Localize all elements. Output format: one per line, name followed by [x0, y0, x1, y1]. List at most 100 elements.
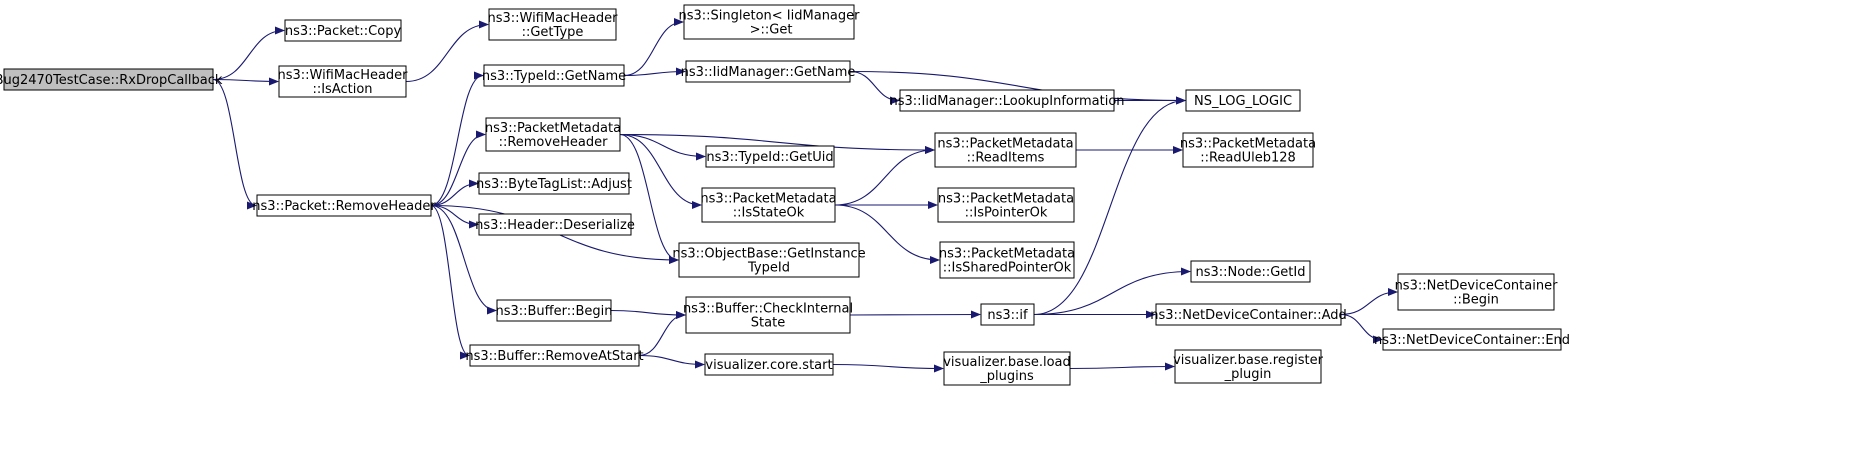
node-label: ns3::Buffer::RemoveAtStart — [465, 349, 643, 364]
edge-pkt_removeheader-to-buffer_removeatstart — [430, 204, 470, 360]
node-wifi-gettype[interactable]: ns3::WifiMacHeader::GetType — [487, 8, 618, 41]
node-box — [1182, 132, 1314, 168]
edge-pm_isstateok-to-pm_issharedpointerok — [834, 204, 940, 264]
node-iid-getname[interactable]: ns3::IidManager::GetName — [681, 60, 856, 83]
node-ns3-if[interactable]: ns3::if — [980, 303, 1035, 326]
node-typeid-getuid[interactable]: ns3::TypeId::GetUid — [705, 145, 835, 168]
node-iid-lookup[interactable]: ns3::IidManager::LookupInformation — [889, 89, 1125, 112]
edge-arrow — [430, 204, 470, 360]
node-label: ns3::PacketMetadata — [1180, 137, 1316, 152]
edge-arrow — [832, 363, 944, 373]
node-label: ns3::Singleton< IidManager — [678, 9, 860, 24]
node-box — [934, 132, 1077, 168]
node-box — [685, 60, 851, 83]
node-root[interactable]: Bug2470TestCase::RxDropCallback — [0, 68, 223, 91]
node-box — [939, 241, 1075, 279]
node-label: ns3::Packet::Copy — [285, 24, 402, 39]
edge-arrow — [638, 311, 686, 357]
node-box — [943, 351, 1071, 386]
edge-arrow — [1033, 96, 1186, 316]
node-ns-log-logic[interactable]: NS_LOG_LOGIC — [1185, 89, 1301, 112]
node-node-getid[interactable]: ns3::Node::GetId — [1190, 260, 1311, 283]
node-box — [1382, 328, 1562, 351]
edge-root-to-pkt_removeheader — [212, 78, 257, 210]
edge-arrow — [834, 146, 935, 206]
edge-pm_removeheader-to-pm_isstateok — [619, 133, 702, 209]
node-wifi-isaction[interactable]: ns3::WifiMacHeader::IsAction — [277, 65, 408, 98]
edge-buffer_removeatstart-to-buffer_checkinternal — [638, 311, 686, 357]
edge-pkt_removeheader-to-pm_removeheader — [430, 130, 486, 207]
edge-arrow — [1340, 313, 1383, 344]
node-singleton-get[interactable]: ns3::Singleton< IidManager >::Get — [678, 4, 860, 40]
edge-arrow — [430, 204, 479, 229]
node-vis-register-plugin[interactable]: visualizer.base.register_plugin — [1173, 349, 1324, 384]
node-pkt-copy[interactable]: ns3::Packet::Copy — [284, 19, 402, 42]
edge-buffer_removeatstart-to-vis_core_start — [638, 354, 705, 369]
node-label: ::Begin — [1453, 293, 1499, 308]
node-ndc-add[interactable]: ns3::NetDeviceContainer::Add — [1150, 303, 1347, 326]
node-box — [284, 19, 402, 42]
node-label: ::ReadItems — [967, 151, 1045, 166]
node-pkt-removeheader[interactable]: ns3::Packet::RemoveHeader — [252, 194, 436, 217]
edge-arrow — [212, 77, 279, 86]
node-typeid-getname[interactable]: ns3::TypeId::GetName — [482, 64, 626, 87]
node-pm-readuleb[interactable]: ns3::PacketMetadata::ReadUleb128 — [1180, 132, 1316, 168]
node-buffer-begin[interactable]: ns3::Buffer::Begin — [495, 299, 613, 322]
edge-ndc_add-to-ndc_end — [1340, 313, 1383, 344]
node-vis-load-plugins[interactable]: visualizer.base.load_plugins — [943, 351, 1071, 386]
node-box — [701, 187, 836, 223]
edge-pkt_removeheader-to-buffer_begin — [430, 204, 497, 315]
node-box — [469, 344, 640, 367]
node-label: ns3::IidManager::GetName — [681, 65, 856, 80]
edge-buffer_checkinternal-to-ns3_if — [849, 310, 981, 319]
node-box — [683, 4, 855, 40]
edge-pm_removeheader-to-objbase_getinstance — [619, 133, 679, 264]
node-pm-isstateok[interactable]: ns3::PacketMetadata::IsStateOk — [700, 187, 837, 223]
node-pm-readitems[interactable]: ns3::PacketMetadata::ReadItems — [934, 132, 1077, 168]
node-vis-core-start[interactable]: visualizer.core.start — [704, 353, 834, 376]
node-box — [496, 299, 612, 322]
edge-pkt_removeheader-to-header_deserialize — [430, 204, 479, 229]
node-label: ns3::IidManager::LookupInformation — [889, 94, 1124, 109]
node-box — [705, 145, 835, 168]
node-box — [899, 89, 1115, 112]
nodes-layer: Bug2470TestCase::RxDropCallbackns3::Pack… — [0, 4, 1570, 386]
node-buffer-removeatstart[interactable]: ns3::Buffer::RemoveAtStart — [465, 344, 644, 367]
edge-wifi_isaction-to-wifi_gettype — [405, 20, 489, 83]
node-label: ns3::WifiMacHeader — [277, 68, 408, 83]
node-pm-removeheader[interactable]: ns3::PacketMetadata::RemoveHeader — [485, 117, 621, 152]
node-box — [704, 353, 834, 376]
node-box — [1190, 260, 1311, 283]
edge-arrow — [849, 70, 1186, 105]
node-box — [685, 296, 851, 334]
edge-root-to-pkt_copy — [212, 26, 285, 81]
node-box — [678, 242, 860, 278]
node-label: ::IsAction — [312, 82, 372, 97]
node-label: ns3::Packet::RemoveHeader — [252, 199, 436, 214]
node-ndc-begin[interactable]: ns3::NetDeviceContainer::Begin — [1395, 273, 1559, 311]
edge-pm_isstateok-to-pm_readitems — [834, 146, 935, 206]
node-box — [483, 64, 625, 87]
edge-vis_load_plugins-to-vis_register_plugin — [1069, 362, 1175, 371]
node-label: visualizer.base.register — [1173, 353, 1324, 368]
edge-arrow — [619, 133, 702, 209]
node-btl-adjust[interactable]: ns3::ByteTagList::Adjust — [476, 172, 632, 195]
node-label: ns3::Buffer::CheckInternal — [683, 302, 853, 317]
node-label: ::RemoveHeader — [499, 135, 609, 150]
node-pm-ispointerok[interactable]: ns3::PacketMetadata::IsPointerOk — [937, 187, 1075, 223]
edge-pkt_removeheader-to-typeid_getname — [430, 71, 484, 207]
node-label: ns3::ByteTagList::Adjust — [476, 177, 632, 192]
edge-arrow — [849, 310, 981, 319]
node-pm-issharedpointerok[interactable]: ns3::PacketMetadata::IsSharedPointerOk — [939, 241, 1075, 279]
node-label: ::GetType — [522, 25, 584, 40]
node-box — [478, 172, 630, 195]
node-ndc-end[interactable]: ns3::NetDeviceContainer::End — [1374, 328, 1570, 351]
node-header-deserialize[interactable]: ns3::Header::Deserialize — [475, 213, 635, 236]
edge-arrow — [430, 179, 479, 207]
edge-arrow — [430, 130, 486, 207]
edge-arrow — [212, 26, 285, 81]
edge-arrow — [430, 204, 497, 315]
